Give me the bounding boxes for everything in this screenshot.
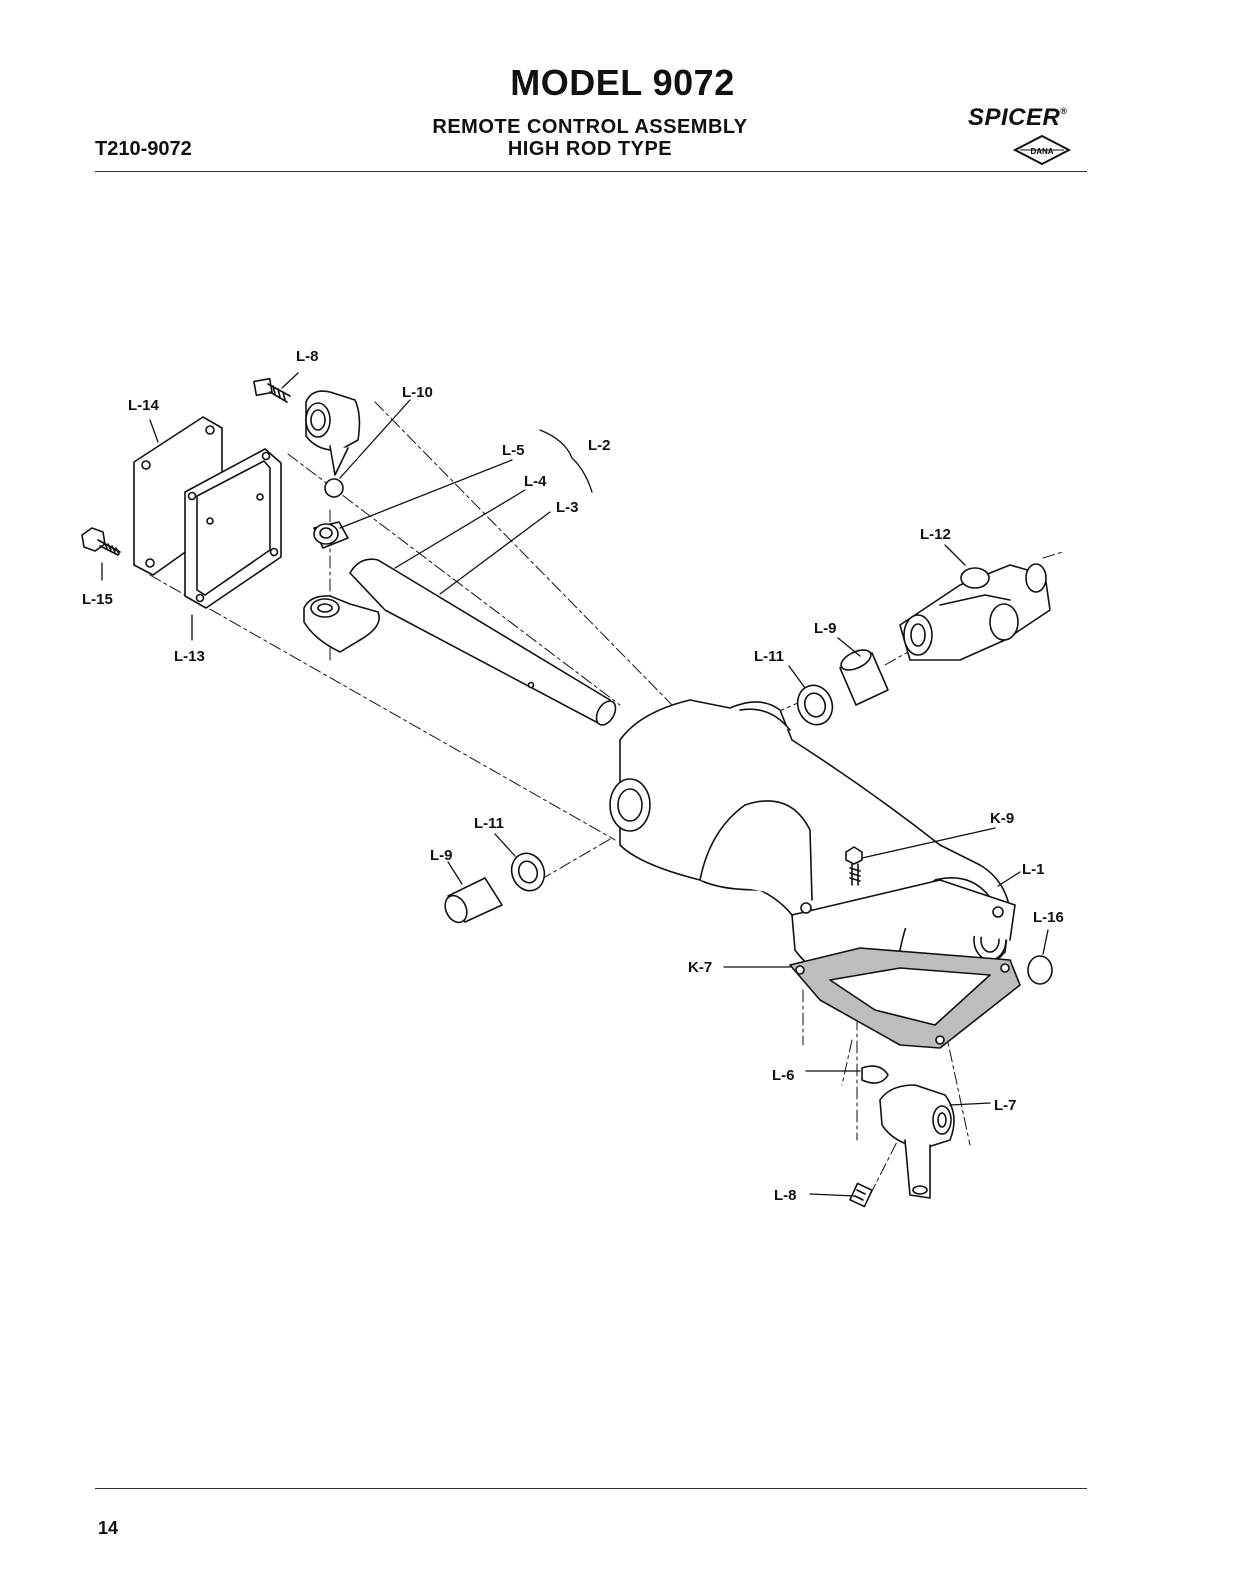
callout-l3: L-3 xyxy=(556,499,579,516)
callout-labels: L-8 L-14 L-10 L-5 L-2 L-4 L-3 L-15 L-13 … xyxy=(82,348,1064,1204)
set-screw-bottom xyxy=(849,1182,873,1208)
hex-bolt-part xyxy=(845,846,863,886)
oil-seal-left xyxy=(510,852,546,892)
callout-l6: L-6 xyxy=(772,1067,795,1084)
callout-l13: L-13 xyxy=(174,648,205,665)
bushing-part xyxy=(313,521,349,549)
registered-mark: ® xyxy=(1060,106,1068,116)
set-screw-top xyxy=(253,377,291,403)
callout-l9-right: L-9 xyxy=(814,620,837,637)
callout-l11-right: L-11 xyxy=(754,648,784,665)
brand-name: SPICER xyxy=(968,104,1061,131)
sleeve-right xyxy=(839,649,889,706)
callout-l8-bottom: L-8 xyxy=(774,1187,797,1204)
callout-l16: L-16 xyxy=(1033,909,1064,926)
callout-l8-top: L-8 xyxy=(296,348,319,365)
base-gasket-part xyxy=(789,947,1021,1049)
assembly-centerlines xyxy=(149,401,1064,1196)
callout-l14: L-14 xyxy=(128,397,160,414)
callout-l1: L-1 xyxy=(1022,861,1045,878)
callout-k9: K-9 xyxy=(990,810,1014,827)
bolt-part xyxy=(81,527,121,556)
callout-l2: L-2 xyxy=(588,437,611,454)
header-rule xyxy=(95,171,1087,172)
callout-l9-left: L-9 xyxy=(430,847,453,864)
gasket-part xyxy=(184,448,282,609)
subtitle-line-2: HIGH ROD TYPE xyxy=(507,138,673,160)
callout-l7: L-7 xyxy=(994,1097,1017,1114)
callout-l11-left: L-11 xyxy=(474,815,504,832)
callout-k7: K-7 xyxy=(688,959,712,976)
callout-l10: L-10 xyxy=(402,384,433,401)
brand-logo: SPICER® xyxy=(968,104,1068,132)
sleeve-left xyxy=(444,877,503,924)
leader-lines xyxy=(101,372,1049,1197)
dana-logo-text: DANA xyxy=(1030,147,1053,156)
expansion-plug-part xyxy=(1027,955,1053,985)
lower-lever-part xyxy=(879,1084,955,1199)
shift-rod-part xyxy=(303,558,617,726)
callout-l4: L-4 xyxy=(524,473,547,490)
lever-block-part xyxy=(305,390,361,498)
subtitle-line-1: REMOTE CONTROL ASSEMBLY xyxy=(432,116,748,138)
footer-rule xyxy=(95,1488,1087,1489)
dana-logo: DANA xyxy=(1012,134,1072,166)
document-code: T210-9072 xyxy=(95,138,192,160)
page-number: 14 xyxy=(98,1518,119,1538)
page-title: MODEL 9072 xyxy=(510,62,735,103)
housing-part xyxy=(609,699,1016,991)
woodruff-key-part xyxy=(861,1065,889,1084)
callout-l12: L-12 xyxy=(920,526,951,543)
callout-l15: L-15 xyxy=(82,591,113,608)
universal-joint-part xyxy=(899,563,1051,661)
callout-l5: L-5 xyxy=(502,442,525,459)
oil-seal-right xyxy=(796,684,834,726)
